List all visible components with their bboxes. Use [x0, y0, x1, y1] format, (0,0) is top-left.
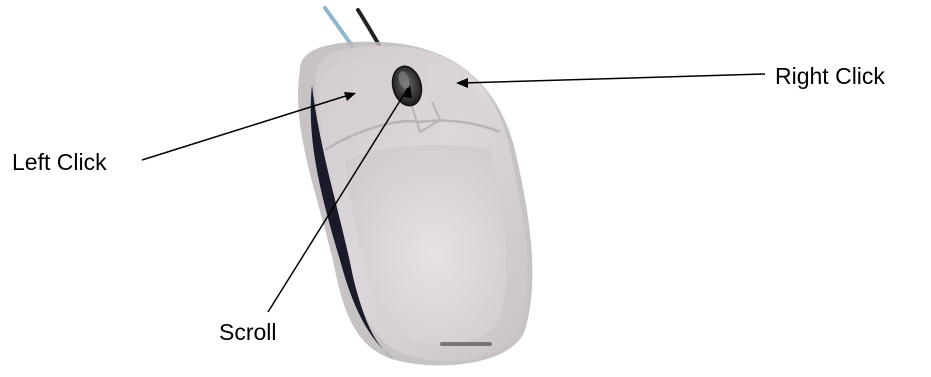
left-click-label: Left Click — [12, 149, 107, 175]
right-click-label: Right Click — [775, 63, 885, 89]
right-click-pointer-line — [462, 74, 765, 83]
scroll-label: Scroll — [219, 319, 277, 345]
mouse-cable-blue — [325, 8, 352, 46]
